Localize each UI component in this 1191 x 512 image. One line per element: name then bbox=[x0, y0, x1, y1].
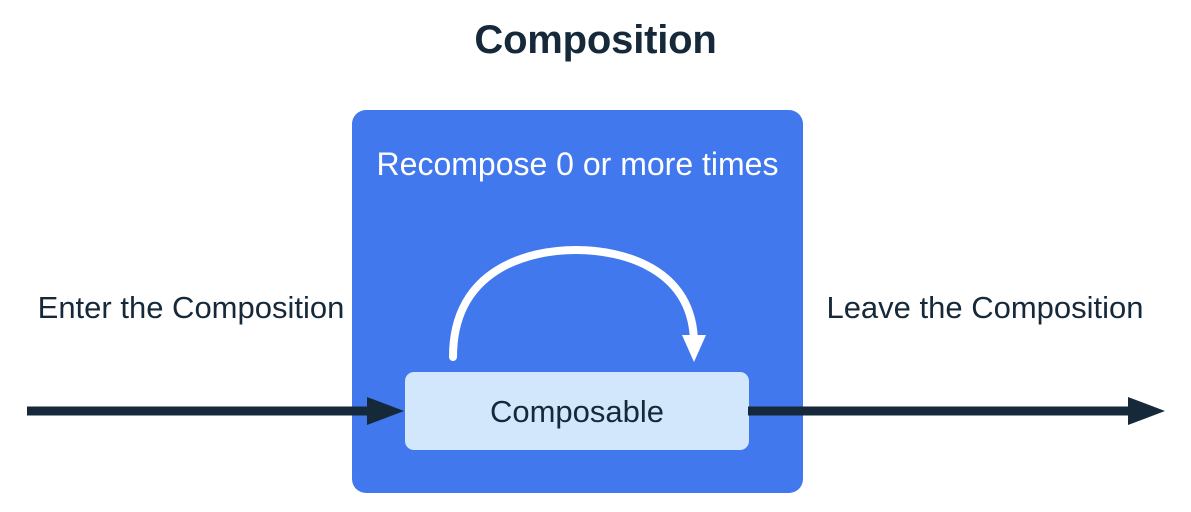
page-title: Composition bbox=[474, 18, 717, 62]
recompose-label: Recompose 0 or more times bbox=[376, 146, 779, 182]
leave-composition-label: Leave the Composition bbox=[826, 290, 1144, 325]
enter-composition-label: Enter the Composition bbox=[37, 290, 345, 325]
enter-arrow-icon bbox=[27, 397, 404, 425]
composable-label: Composable bbox=[489, 393, 665, 429]
leave-arrow-icon bbox=[748, 397, 1165, 425]
composable-box: Composable bbox=[405, 372, 749, 450]
